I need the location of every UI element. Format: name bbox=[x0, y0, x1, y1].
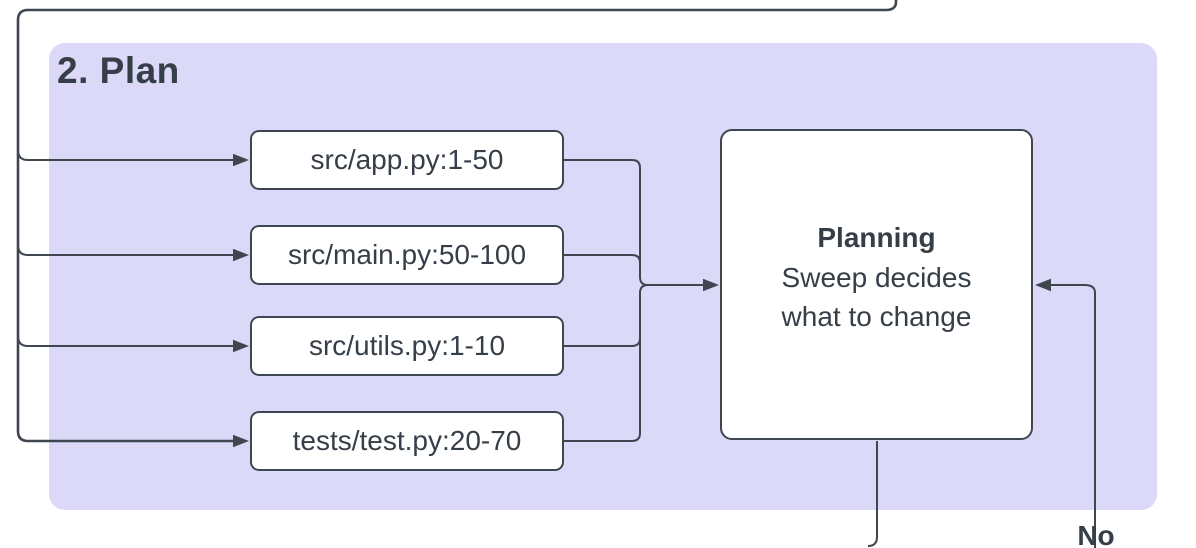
file-node-tests-test: tests/test.py:20-70 bbox=[250, 411, 564, 471]
no-edge-label: No bbox=[1077, 520, 1115, 548]
file-node-label: tests/test.py:20-70 bbox=[292, 425, 522, 456]
planning-node-line1: Sweep decides bbox=[781, 261, 972, 293]
file-node-src-app: src/app.py:1-50 bbox=[250, 130, 564, 190]
planning-node-title: Planning bbox=[817, 221, 936, 253]
planning-node: Planning Sweep decides what to change bbox=[720, 129, 1033, 440]
file-node-src-main: src/main.py:50-100 bbox=[250, 225, 564, 285]
file-node-src-utils: src/utils.py:1-10 bbox=[250, 316, 564, 376]
planning-node-line2: what to change bbox=[781, 300, 972, 332]
plan-section-title: 2. Plan bbox=[57, 50, 180, 91]
file-node-label: src/app.py:1-50 bbox=[310, 144, 504, 175]
file-node-label: src/main.py:50-100 bbox=[287, 239, 527, 270]
file-node-label: src/utils.py:1-10 bbox=[308, 330, 506, 361]
